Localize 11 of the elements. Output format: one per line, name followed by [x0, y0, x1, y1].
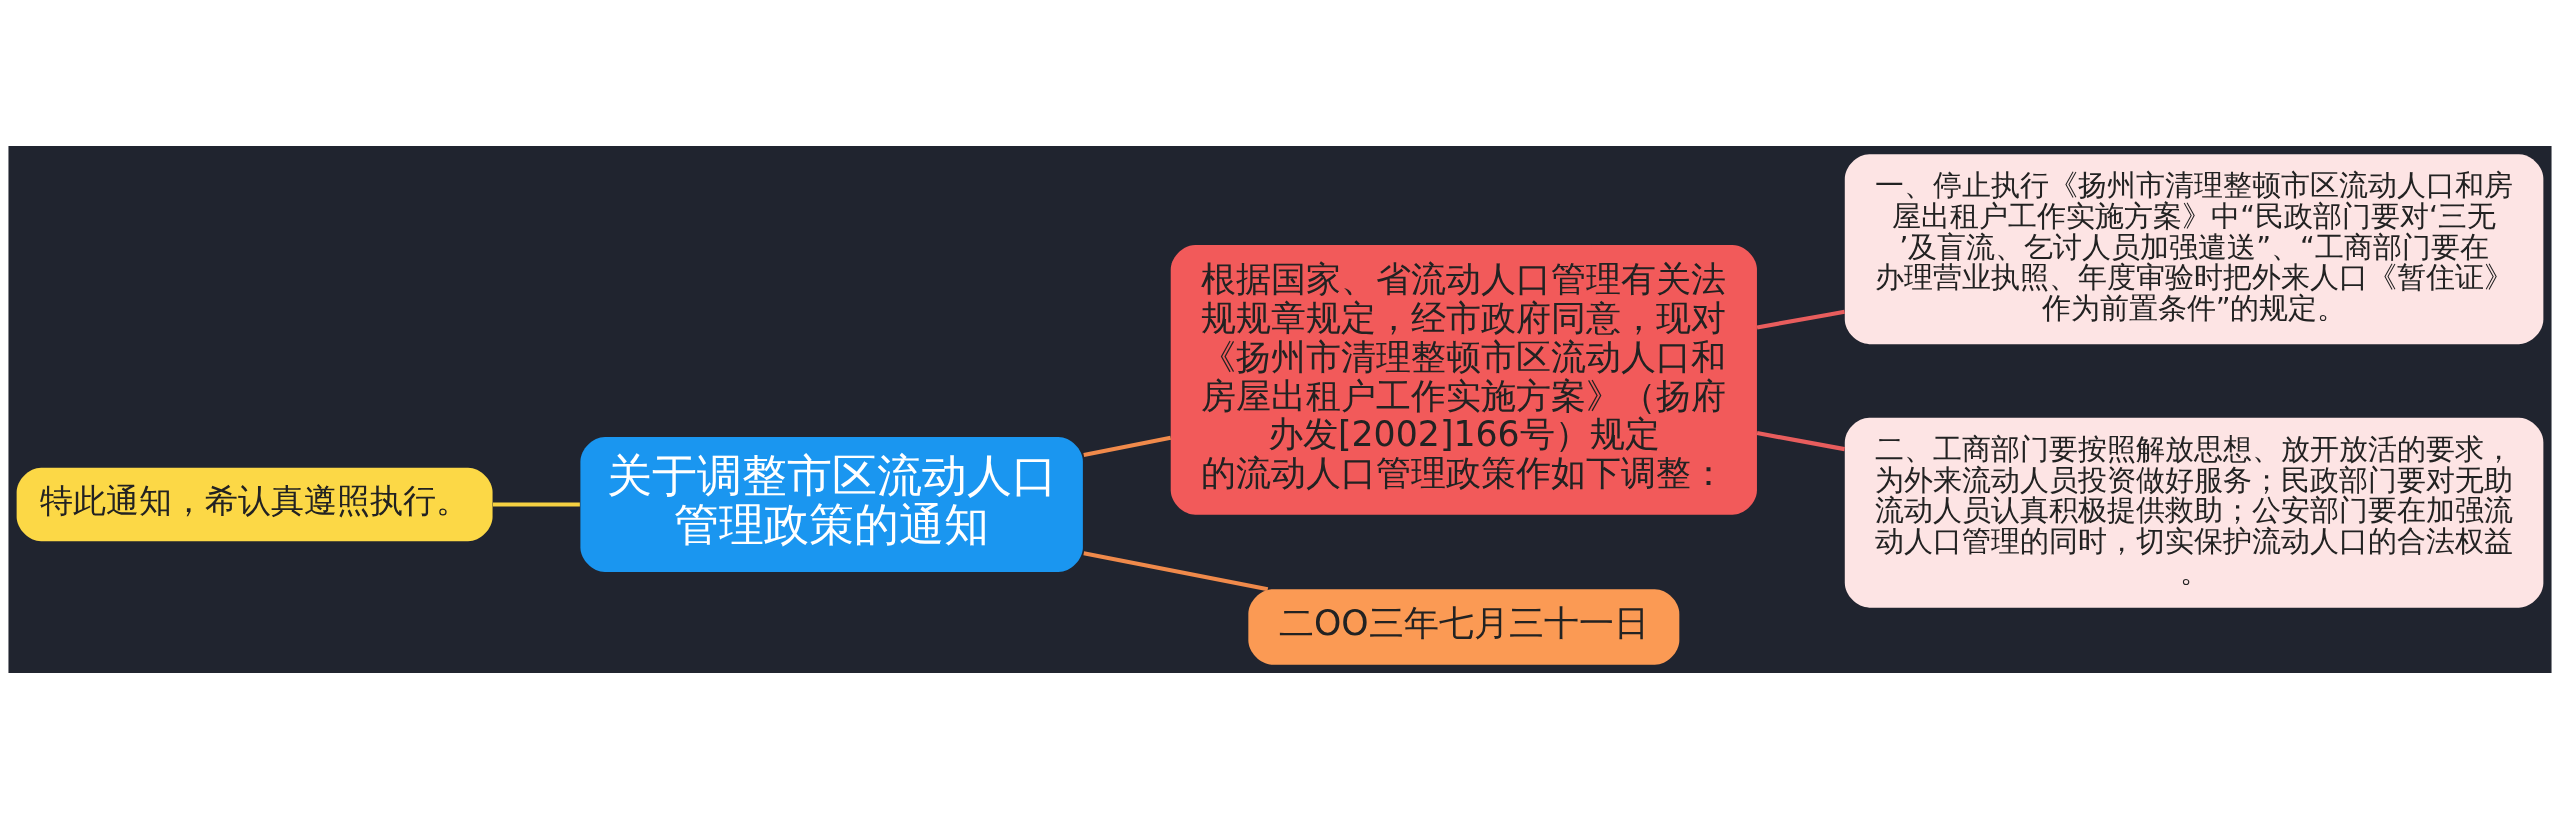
node-box: 根据国家、省流动人口管理有关法规规章规定，经市政府同意，现对《扬州市清理整顿市区流动人口和房屋出租户工作实施方案》（扬府办发[2002]166号）规定的流动人口管理政策作如下调整：	[1170, 244, 1757, 515]
connector	[493, 501, 580, 507]
connector	[1083, 435, 1172, 457]
connector	[1756, 430, 1845, 451]
node-box: 关于调整市区流动人口管理政策的通知	[580, 436, 1083, 572]
node-box: 特此通知，希认真遵照执行。	[16, 467, 493, 541]
node-box: 二OO三年七月三十一日	[1248, 588, 1680, 665]
node-box: 一、停止执行《扬州市清理整顿市区流动人口和房屋出租户工作实施方案》中“民政部门要对‘三无’及盲流、乞讨人员加强遣送”、“工商部门要在办理营业执照、年度审验时把外来人口《暂住证》作为前置条件”的规定。	[1844, 153, 2544, 344]
node-box: 二、工商部门要按照解放思想、放开放活的要求，为外来流动人员投资做好服务；民政部门要对无助流动人员认真积极提供救助；公安部门要在加强流动人口管理的同时，切实保护流动人口的合法权益。	[1844, 417, 2544, 608]
connector	[1756, 309, 1845, 329]
connector	[1083, 550, 1269, 591]
